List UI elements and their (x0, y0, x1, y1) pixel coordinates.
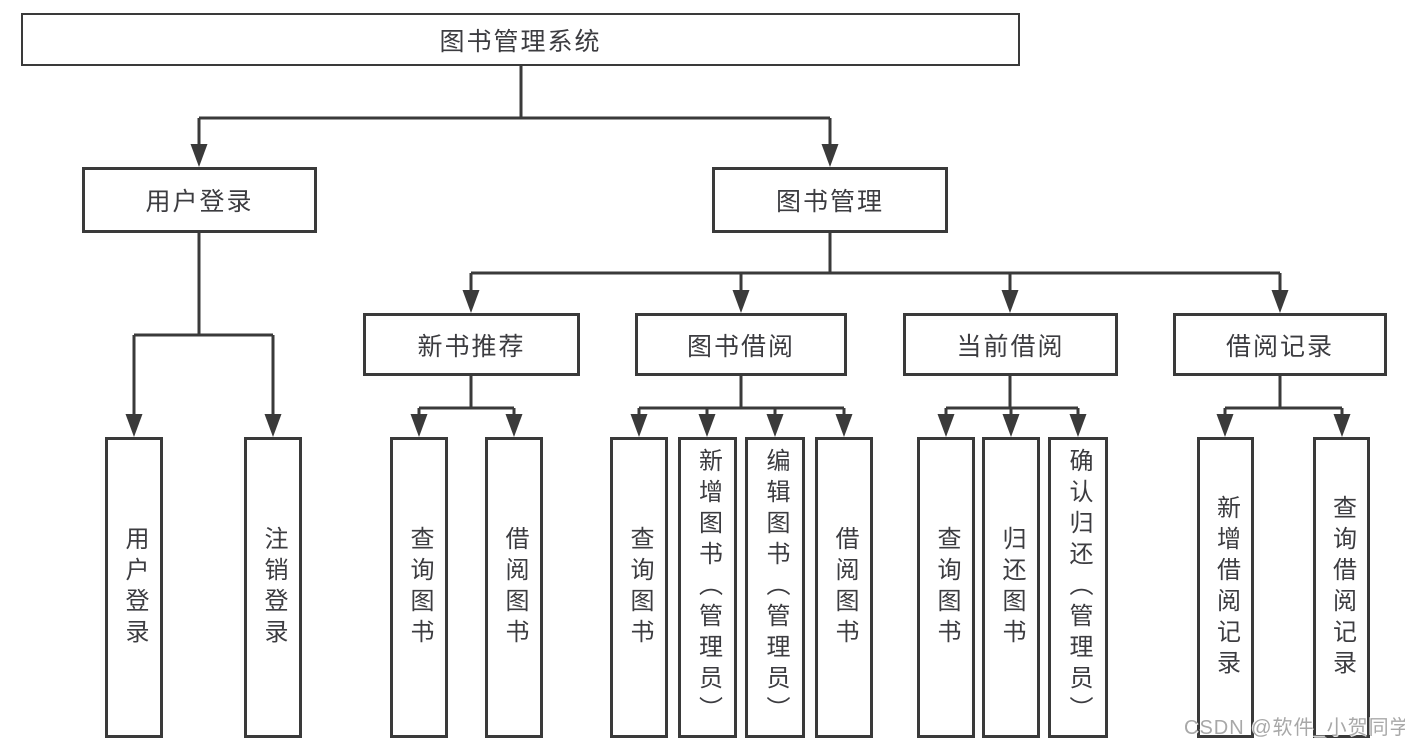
arrowhead (1271, 290, 1289, 313)
arrowhead (732, 290, 750, 313)
arrowhead (264, 414, 282, 437)
arrowhead (630, 414, 648, 437)
leaf-borrow-books-recommend: 借阅图书 (485, 437, 543, 738)
node-book-management: 图书管理 (712, 167, 948, 233)
leaf-add-borrow-record: 新增借阅记录 (1197, 437, 1254, 738)
leaf-query-books-current: 查询图书 (917, 437, 975, 738)
leaf-logout: 注销登录 (244, 437, 302, 738)
arrowhead (766, 414, 784, 437)
edge-book-management-to-level3 (469, 233, 1282, 294)
arrowhead (698, 414, 716, 437)
node-library-management-system: 图书管理系统 (21, 13, 1020, 66)
arrowhead (505, 414, 523, 437)
edge-current-borrow-to-leaves (944, 376, 1080, 418)
edge-book-borrow-to-leaves (637, 376, 846, 418)
leaf-query-books-recommend: 查询图书 (390, 437, 448, 738)
leaf-return-books: 归还图书 (982, 437, 1040, 738)
node-new-book-recommend: 新书推荐 (363, 313, 580, 376)
arrowhead (410, 414, 428, 437)
arrowhead (1333, 414, 1351, 437)
leaf-user-login: 用户登录 (105, 437, 163, 738)
edge-user-login-to-leaves (132, 233, 275, 418)
edge-borrow-records-to-leaves (1223, 376, 1344, 418)
arrowhead (1069, 414, 1087, 437)
arrowheads (125, 144, 1351, 437)
node-current-borrow: 当前借阅 (903, 313, 1118, 376)
node-borrow-records: 借阅记录 (1173, 313, 1387, 376)
arrowhead (1216, 414, 1234, 437)
leaf-borrow-books: 借阅图书 (815, 437, 873, 738)
leaf-query-books-borrow: 查询图书 (610, 437, 668, 738)
node-user-login: 用户登录 (82, 167, 317, 233)
csdn-watermark: CSDN @软件_小贺同学 (1184, 717, 1405, 739)
leaf-query-borrow-record: 查询借阅记录 (1313, 437, 1370, 738)
arrowhead (821, 144, 839, 167)
leaf-confirm-return-admin: 确认归还（管理员） (1048, 437, 1108, 738)
arrowhead (835, 414, 853, 437)
edge-root-to-level2 (197, 66, 832, 148)
arrowhead (1002, 414, 1020, 437)
leaf-edit-books-admin: 编辑图书（管理员） (745, 437, 805, 738)
node-book-borrow: 图书借阅 (635, 313, 847, 376)
arrowhead (190, 144, 208, 167)
connector-edges (132, 66, 1344, 418)
arrowhead (125, 414, 143, 437)
edge-new-book-recommend-to-leaves (417, 376, 516, 418)
arrowhead (937, 414, 955, 437)
arrowhead (1001, 290, 1019, 313)
arrowhead (462, 290, 480, 313)
leaf-add-books-admin: 新增图书（管理员） (678, 437, 737, 738)
